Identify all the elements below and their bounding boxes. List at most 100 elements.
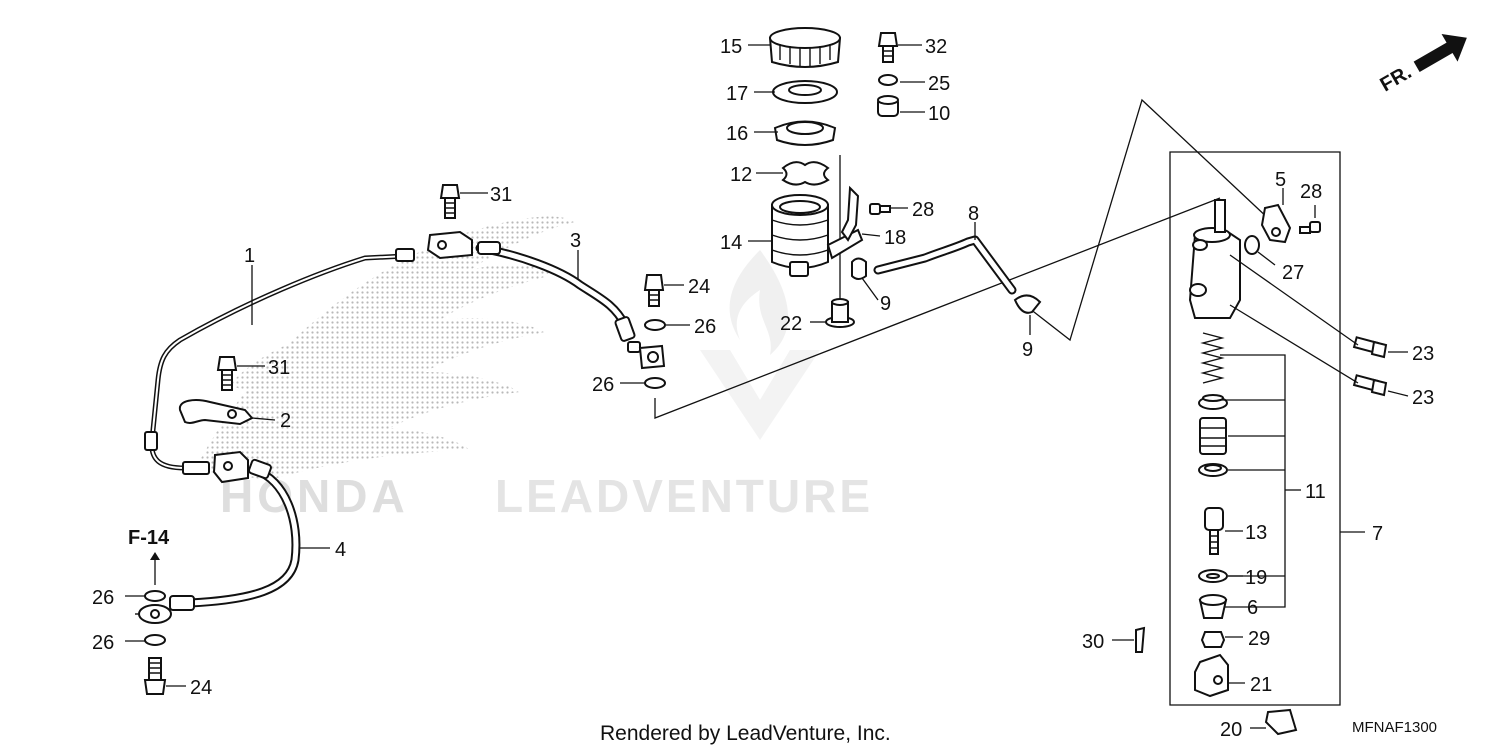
banjo-fitting-lower [135,604,172,624]
callout-10: 10 [928,103,950,125]
honda-wing-watermark [195,216,575,481]
callout-9-lower: 9 [1022,339,1033,361]
washer-26-lower-a [144,590,166,602]
callout-12: 12 [730,164,752,186]
callout-13: 13 [1245,522,1267,544]
hose-leader-line [654,197,1221,419]
callout-31-upper: 31 [490,184,512,206]
circlip-19 [1198,569,1228,583]
callout-6: 6 [1247,597,1258,619]
kit-11-bracket [1220,354,1286,608]
master-cylinder-group-frame [1169,151,1341,706]
callout-26-b: 26 [592,374,614,396]
washer-25 [878,74,898,86]
reservoir-cap-15 [768,27,842,68]
spring [1200,332,1225,384]
callout-30: 30 [1082,631,1104,653]
pin-30 [1135,626,1146,653]
callout-19: 19 [1245,567,1267,589]
clip-9-upper [851,257,867,280]
o-ring-27 [1244,235,1260,255]
bolt-31-upper [439,184,461,219]
plate-17 [772,80,838,104]
callout-5: 5 [1275,169,1286,191]
pipe-joint-upper [426,230,473,260]
bolt-23-lower [1352,374,1388,397]
clip-20 [1264,708,1298,736]
callout-28-upper: 28 [912,199,934,221]
brake-hose-3 [475,241,641,353]
callout-3: 3 [570,230,581,252]
callout-24-upper: 24 [688,276,710,298]
bolt-32 [877,32,899,63]
callout-16: 16 [726,123,748,145]
callout-17: 17 [726,83,748,105]
callout-labels: 1 2 3 4 5 6 7 8 9 9 10 11 12 13 14 15 16… [92,36,1434,741]
callout-23-upper: 23 [1412,343,1434,365]
callout-27: 27 [1282,262,1304,284]
brake-pipe-1 [144,248,415,475]
front-label: FR. [1377,61,1416,96]
push-rod-13 [1204,507,1224,555]
banjo-bolt-24-lower [143,657,167,695]
master-cylinder-body [1188,199,1241,319]
collar-22 [825,298,855,328]
callout-2: 2 [280,410,291,432]
callout-28-lower: 28 [1300,181,1322,203]
banjo-fitting-upper [638,344,666,370]
callout-32: 32 [925,36,947,58]
reservoir-tank-14 [771,194,864,277]
washer-26-upper-a [644,319,666,331]
callout-14: 14 [720,232,742,254]
diagram-code: MFNAF1300 [1352,719,1437,736]
callout-7: 7 [1372,523,1383,545]
leadventure-watermark-text: LEADVENTURE [495,470,873,522]
callout-11: 11 [1305,481,1326,503]
cup-primary [1198,394,1228,410]
banjo-bolt-24-upper [643,274,665,307]
front-direction-indicator: FR. [1377,33,1467,96]
callout-20: 20 [1220,719,1242,741]
reservoir-hose-8 [873,235,1017,295]
callout-26-a: 26 [694,316,716,338]
callout-15: 15 [720,36,742,58]
nut-29 [1200,631,1226,648]
washer-26-lower-b [144,634,166,646]
screw-28-lower [1299,221,1321,234]
grommet-10 [877,95,899,117]
callout-21: 21 [1250,674,1272,696]
callout-22: 22 [780,313,802,335]
honda-watermark-text: HONDA [220,470,409,522]
brake-hose-4 [169,458,301,611]
clip-9-lower [1013,294,1042,314]
callout-26-c: 26 [92,587,114,609]
joint-5 [1260,203,1292,244]
piston [1199,417,1227,455]
footer-credit: Rendered by LeadVenture, Inc. [600,722,891,745]
cup-secondary [1198,463,1228,477]
callout-leaders [125,44,1409,729]
front-arrow-icon [1413,33,1467,72]
callout-1: 1 [244,245,255,267]
callout-31-lower: 31 [268,357,290,379]
leadventure-flame-watermark [700,250,820,440]
callout-8: 8 [968,203,979,225]
stay-18 [840,185,860,242]
bolt-23-upper [1352,336,1388,359]
bolt-31-lower [216,356,238,391]
diaphragm-16 [773,120,837,146]
float-12 [781,161,830,186]
joint-21 [1194,653,1229,698]
callout-18: 18 [884,227,906,249]
callout-25: 25 [928,73,950,95]
f14-arrow-icon [150,552,160,560]
pipe-clamp-2 [178,399,254,426]
screw-28-upper [869,203,891,215]
callout-9-upper: 9 [880,293,891,315]
callout-4: 4 [335,539,346,561]
reference-code: F-14 [128,527,170,549]
callout-29: 29 [1248,628,1270,650]
washer-26-upper-b [644,377,666,389]
